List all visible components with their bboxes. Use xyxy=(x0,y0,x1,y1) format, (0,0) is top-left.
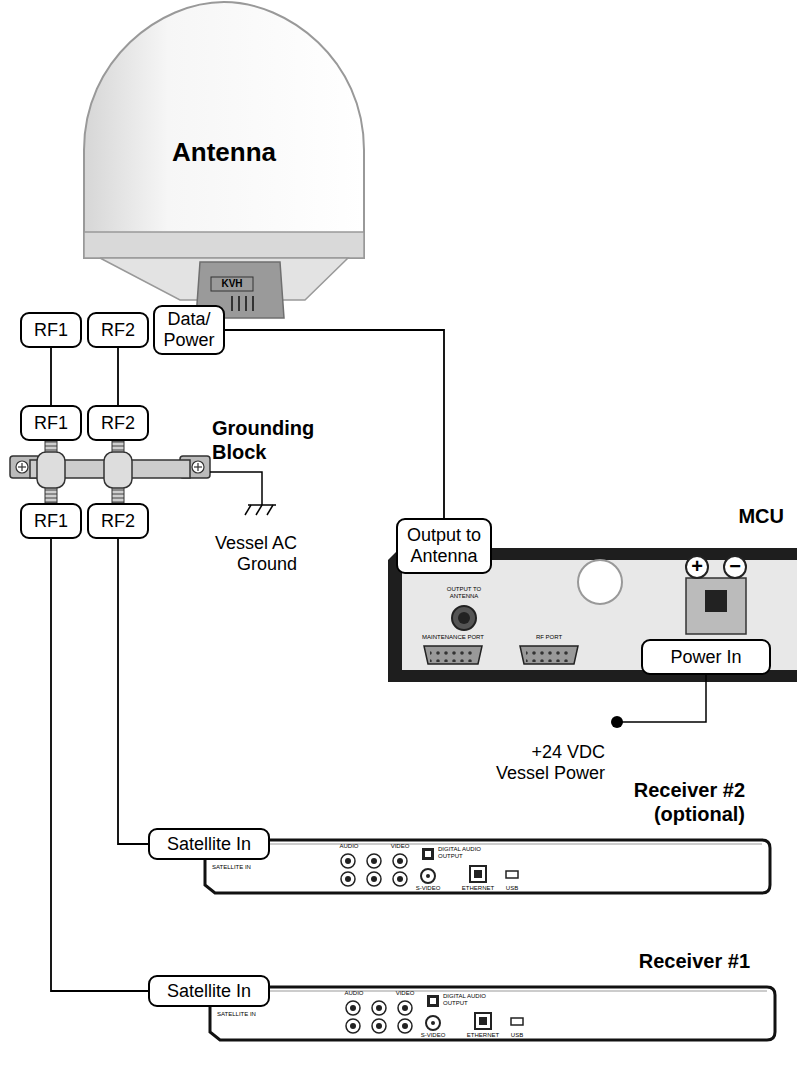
cable-line xyxy=(51,539,148,991)
port-label: Output to Antenna xyxy=(396,518,492,574)
rf-port-label: RF2 xyxy=(87,503,149,539)
data-power-label: Data/Power xyxy=(153,305,225,355)
terminal-sign: − xyxy=(724,555,746,577)
logo-text: KVH xyxy=(208,278,256,290)
port-label: Satellite In xyxy=(148,975,270,1007)
ground-label: Vessel AC Ground xyxy=(175,533,297,574)
grounding-block: Grounding Block xyxy=(10,454,210,490)
rf-port-label: RF1 xyxy=(20,405,82,441)
panel-text: SATELLITE IN xyxy=(217,1011,277,1018)
box-label: Output to Antenna xyxy=(404,525,484,567)
box-label: RF1 xyxy=(34,413,68,434)
box-label: Power In xyxy=(670,647,741,668)
box-label: RF2 xyxy=(101,511,135,532)
box-label: RF1 xyxy=(34,511,68,532)
box-label: RF2 xyxy=(101,320,135,341)
unit-heading: Antenna xyxy=(84,140,364,164)
box-label: RF2 xyxy=(101,413,135,434)
panel-text: USB xyxy=(505,1032,529,1039)
panel-text: DIGITAL AUDIO OUTPUT xyxy=(438,846,490,860)
panel-text: RF PORT xyxy=(522,634,576,641)
panel-text: AUDIO xyxy=(336,843,362,850)
panel-text: OUTPUT TO ANTENNA xyxy=(438,586,490,600)
port-label: Power In xyxy=(641,639,771,675)
panel-text: S-VIDEO xyxy=(410,885,446,892)
port-label: Satellite In xyxy=(148,828,270,860)
box-label: Satellite In xyxy=(167,981,251,1002)
box-label: Satellite In xyxy=(167,834,251,855)
antenna-dome: Antenna xyxy=(84,0,364,258)
panel-text: MAINTENANCE PORT xyxy=(420,634,486,641)
cable-line xyxy=(117,348,119,405)
panel-text: SATELLITE IN xyxy=(212,864,272,871)
panel-text: DIGITAL AUDIO OUTPUT xyxy=(443,993,495,1007)
unit-heading: MCU xyxy=(684,504,784,528)
panel-text: ETHERNET xyxy=(456,885,500,892)
rf-port-label: RF1 xyxy=(20,503,82,539)
unit-heading: Grounding Block xyxy=(212,416,324,464)
unit-heading: Receiver #1 xyxy=(605,949,750,973)
rf-port-label: RF2 xyxy=(87,405,149,441)
box-label: RF1 xyxy=(34,320,68,341)
panel-text: USB xyxy=(500,885,524,892)
panel-text: VIDEO xyxy=(386,843,414,850)
terminal-sign: + xyxy=(686,555,708,577)
box-label: Data/Power xyxy=(161,309,217,351)
cable-line xyxy=(50,348,52,405)
rf-port-label: RF2 xyxy=(87,312,149,348)
panel-text: VIDEO xyxy=(391,990,419,997)
panel-text: ETHERNET xyxy=(461,1032,505,1039)
power-label: +24 VDC Vessel Power xyxy=(490,742,605,783)
rf-port-label: RF1 xyxy=(20,312,82,348)
unit-heading: Receiver #2 (optional) xyxy=(600,778,745,826)
cable-line xyxy=(118,539,148,844)
panel-text: AUDIO xyxy=(341,990,367,997)
panel-text: S-VIDEO xyxy=(415,1032,451,1039)
